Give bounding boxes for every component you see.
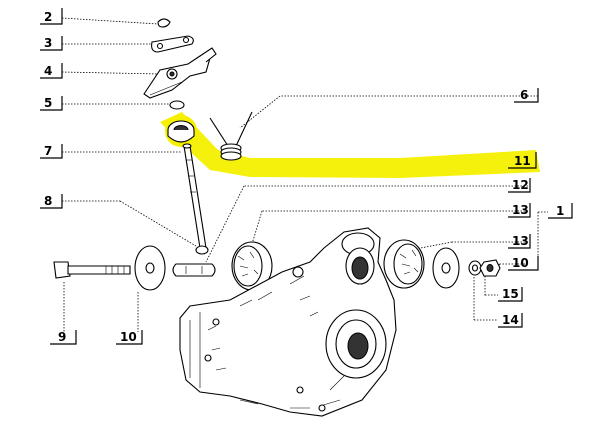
callout-label-10-right: 10: [512, 256, 529, 270]
callout-label-2: 2: [44, 10, 52, 24]
part-4-bracket-lever: [143, 47, 217, 99]
callout-label-7: 7: [44, 144, 52, 158]
callout-label-8: 8: [44, 194, 52, 208]
callout-4: 4: [40, 63, 63, 79]
part-12-sleeve: [172, 263, 216, 277]
callout-6: 6: [514, 88, 539, 103]
callout-10-left: 10: [116, 330, 143, 345]
callout-7: 7: [40, 144, 63, 159]
callout-15: 15: [498, 287, 523, 302]
callout-13-upper: 13: [508, 203, 531, 218]
callout-14: 14: [498, 313, 523, 328]
part-8-washer: [195, 245, 209, 255]
part-10-washer-left: [134, 245, 166, 291]
callout-label-11: 11: [514, 154, 531, 168]
part-13-bush-left: [231, 241, 273, 291]
callout-9: 9: [50, 330, 77, 345]
part-3-lever-plate: [151, 35, 194, 53]
part-11-seal: [167, 120, 195, 143]
callout-2: 2: [40, 8, 63, 25]
callout-3: 3: [40, 36, 63, 51]
part-1-housing: [179, 227, 397, 417]
highlight-band-part-11: [160, 112, 540, 178]
callout-label-1: 1: [556, 204, 564, 218]
callout-label-9: 9: [58, 330, 66, 344]
part-5-ring: [169, 100, 185, 110]
callout-label-14: 14: [502, 313, 519, 327]
part-6-spring: [209, 111, 253, 161]
part-14-washer: [468, 260, 482, 276]
callout-10-right: 10: [508, 256, 539, 271]
callout-12: 12: [508, 178, 531, 193]
callout-13-lower: 13: [508, 234, 531, 249]
callout-label-13-lower: 13: [512, 234, 529, 248]
part-15-nut: [479, 259, 501, 277]
callout-label-6: 6: [520, 88, 528, 102]
callout-label-12: 12: [512, 178, 529, 192]
part-2-clip: [157, 18, 171, 28]
callout-1: 1: [548, 203, 573, 219]
callout-label-3: 3: [44, 36, 52, 50]
callout-11: 11: [508, 152, 537, 169]
part-9-bolt: [53, 261, 131, 279]
callout-5: 5: [40, 96, 63, 111]
part-13-bush-right: [383, 239, 425, 289]
callout-label-4: 4: [44, 64, 52, 78]
callout-label-13-upper: 13: [512, 203, 529, 217]
callout-label-5: 5: [44, 96, 52, 110]
callout-label-10-left: 10: [120, 330, 137, 344]
callout-8: 8: [40, 194, 63, 209]
part-10-washer-right: [432, 247, 460, 289]
callout-label-15: 15: [502, 287, 519, 301]
